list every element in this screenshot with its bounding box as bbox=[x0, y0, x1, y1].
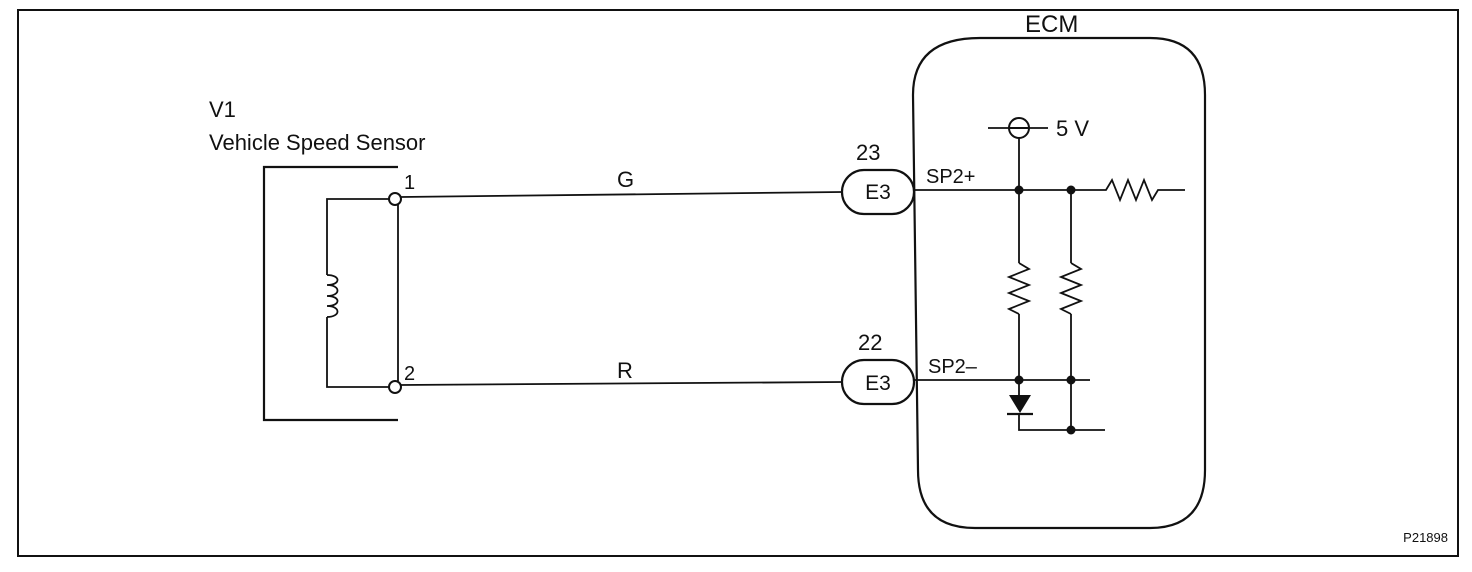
coil-icon bbox=[326, 274, 339, 318]
ecm-title: ECM bbox=[1025, 11, 1078, 38]
terminal-1-label: 1 bbox=[404, 172, 415, 194]
wire-g-color-label: G bbox=[617, 167, 634, 192]
terminal-2-label: 2 bbox=[404, 363, 415, 385]
connector-e3-top-label: E3 bbox=[865, 181, 891, 204]
figure-id: P21898 bbox=[1403, 530, 1448, 545]
signal-sp2-minus-label: SP2– bbox=[928, 356, 978, 378]
ecm-box bbox=[911, 36, 1207, 530]
sensor-code: V1 bbox=[209, 97, 236, 122]
connector-e3-top bbox=[840, 168, 916, 216]
pin-23-label: 23 bbox=[856, 140, 880, 165]
sensor-name: Vehicle Speed Sensor bbox=[209, 130, 426, 155]
diagram-frame bbox=[17, 9, 1459, 557]
wire-r bbox=[400, 381, 843, 386]
connector-e3-bottom-label: E3 bbox=[865, 372, 891, 395]
diode-icon bbox=[1007, 395, 1033, 416]
sensor-terminal-1 bbox=[388, 192, 402, 206]
supply-voltage-label: 5 V bbox=[1056, 116, 1089, 141]
sensor-terminal-2 bbox=[388, 380, 402, 394]
signal-sp2-plus-label: SP2+ bbox=[926, 166, 975, 188]
sensor-body bbox=[262, 165, 399, 422]
wire-g bbox=[400, 191, 843, 198]
voltage-source-icon bbox=[1008, 117, 1030, 139]
pin-22-label: 22 bbox=[858, 330, 882, 355]
junction-dots bbox=[1014, 185, 1076, 435]
connector-e3-bottom bbox=[840, 358, 916, 406]
wire-r-color-label: R bbox=[617, 358, 633, 383]
